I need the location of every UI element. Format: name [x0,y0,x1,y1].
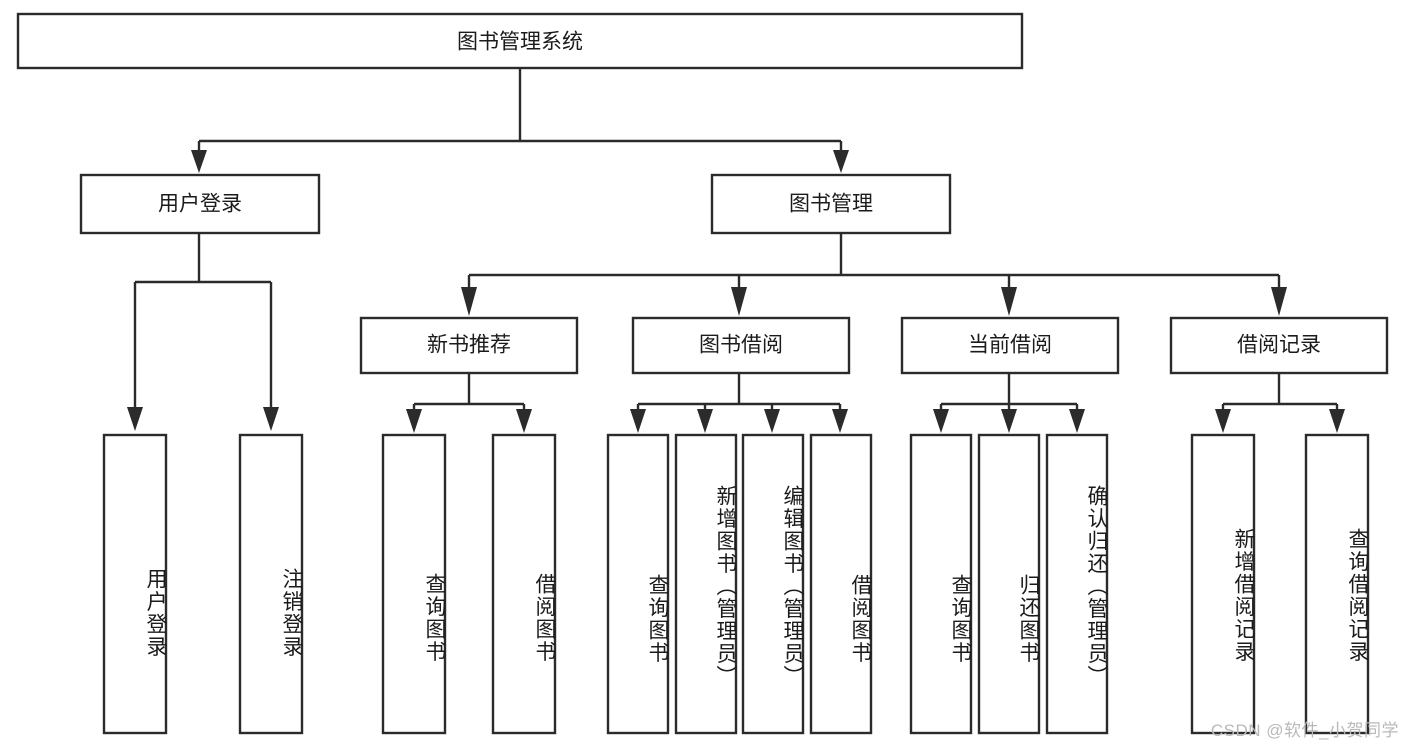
node-current-borrow-box[interactable] [900,316,1120,375]
leaf-box-nbr-2[interactable] [491,433,557,735]
leaf-box-bb-1[interactable] [606,433,670,735]
arrow-head-leaf-cb-1 [933,409,949,433]
arrow-head-leaf-br-2 [1329,409,1345,433]
node-book-borrow[interactable]: 图书借阅 [631,316,851,375]
arrow-head-user-login [191,150,207,173]
node-borrow-record[interactable]: 借阅记录 [1169,316,1389,375]
leaf-box-cb-3[interactable] [1045,433,1109,735]
connector-group-book-borrow [630,373,848,433]
node-root-label: 图书管理系统 [457,31,583,54]
leaf-box-nbr-1[interactable] [381,433,447,735]
arrow-head-book-borrow [731,287,747,316]
node-borrow-record-label: 借阅记录 [1237,334,1321,357]
arrow-head-leaf-user-1 [127,407,143,431]
leaf-box-user-login-1[interactable] [102,433,168,735]
node-book-borrow-box[interactable] [631,316,851,375]
arrow-head-leaf-nbr-1 [406,409,422,433]
connector-group-new-book-recommend [406,373,532,433]
node-current-borrow[interactable]: 当前借阅 [900,316,1120,375]
connector-group-root [191,68,849,173]
arrow-head-leaf-bb-4 [832,409,848,433]
node-root-box[interactable] [16,12,1024,70]
connector-group-borrow-record [1215,373,1345,433]
connector-group-book-management [461,233,1287,316]
arrow-head-leaf-bb-3 [764,409,780,433]
leaf-box-br-2[interactable] [1304,433,1370,735]
leaf-box-cb-1[interactable] [909,433,973,735]
node-user-login-label: 用户登录 [158,193,242,216]
leaf-box-br-1[interactable] [1190,433,1256,735]
connector-group-user-login [127,233,279,431]
node-book-borrow-label: 图书借阅 [699,334,783,357]
arrow-head-leaf-bb-2 [697,409,713,433]
arrow-head-leaf-cb-3 [1069,409,1085,433]
node-user-login-box[interactable] [79,173,321,235]
leaf-box-cb-2[interactable] [977,433,1041,735]
leaf-box-bb-2[interactable] [674,433,738,735]
connector-group-current-borrow [933,373,1085,433]
leaf-box-user-login-2[interactable] [238,433,304,735]
arrow-head-leaf-nbr-2 [516,409,532,433]
leaf-box-bb-3[interactable] [741,433,805,735]
node-new-book-recommend-label: 新书推荐 [427,334,511,357]
arrow-head-book-management [833,150,849,173]
csdn-watermark: CSDN @软件_小贺同学 [1210,721,1399,740]
node-borrow-record-box[interactable] [1169,316,1389,375]
node-book-management[interactable]: 图书管理 [710,173,952,235]
arrow-head-leaf-user-2 [263,407,279,431]
arrow-head-leaf-bb-1 [630,409,646,433]
node-user-login[interactable]: 用户登录 [79,173,321,235]
arrow-head-borrow-record [1271,287,1287,316]
node-new-book-recommend[interactable]: 新书推荐 [359,316,579,375]
arrow-head-current-borrow [1001,287,1017,316]
node-book-management-label: 图书管理 [789,193,873,216]
arrow-head-leaf-br-1 [1215,409,1231,433]
node-root[interactable]: 图书管理系统 [16,12,1024,70]
node-current-borrow-label: 当前借阅 [968,334,1052,357]
arrow-head-new-book-recommend [461,287,477,316]
node-book-management-box[interactable] [710,173,952,235]
leaf-box-bb-4[interactable] [809,433,873,735]
arrow-head-leaf-cb-2 [1001,409,1017,433]
node-new-book-recommend-box[interactable] [359,316,579,375]
